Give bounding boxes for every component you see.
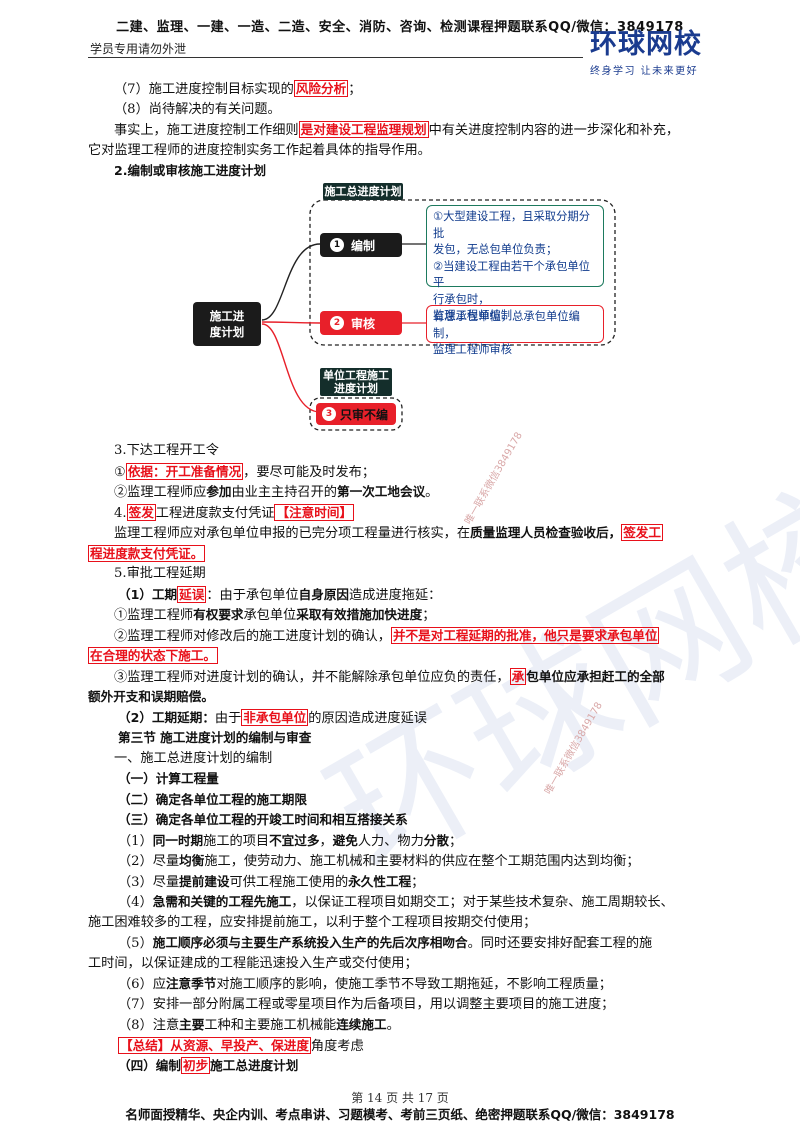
page-number: 第 14 页 共 17 页 bbox=[351, 1091, 449, 1105]
paragraph: （5）施工顺序必须与主要生产系统投入生产的先后次序相吻合。同时还要安排好配套工程… bbox=[118, 935, 653, 951]
paragraph: ②监理工程师应参加由业主主持召开的第一次工地会议。 bbox=[114, 484, 439, 500]
root-node: 施工进度计划 bbox=[193, 302, 261, 346]
text-block-top: （7）施工进度控制目标实现的风险分析； （8）尚待解决的有关问题。 事实上，施工… bbox=[88, 79, 748, 182]
paragraph: 在合理的状态下施工。 bbox=[88, 647, 218, 664]
note-prepare: ①大型建设工程，且采取分期分批发包，无总包单位负责；②当建设工程由若干个承包单位… bbox=[426, 205, 604, 322]
label-master-schedule: 施工总进度计划 bbox=[323, 183, 403, 200]
paragraph: （4）急需和关键的工程先施工，以保证工程项目如期交工；对于某些技术复杂、施工周期… bbox=[118, 894, 674, 910]
logo: 环球网校 终身学习 让未来更好 bbox=[590, 30, 740, 80]
paragraph: 5.审批工程延期 bbox=[114, 566, 206, 581]
number-badge: 3 bbox=[322, 407, 336, 421]
subheading: 一、施工总进度计划的编制 bbox=[114, 750, 273, 766]
footer-banner: 名师面授精华、央企内训、考点串讲、习题模考、考前三页纸、绝密押题联系QQ/微信：… bbox=[125, 1107, 675, 1122]
header-note: 学员专用请勿外泄 bbox=[90, 42, 187, 56]
summary-line: 【总结】从资源、早投产、保进度角度考虑 bbox=[118, 1036, 364, 1054]
paragraph: （8）注意主要工种和主要施工机械能连续施工。 bbox=[118, 1017, 400, 1033]
paragraph: ①监理工程师有权要求承包单位采取有效措施加快进度； bbox=[114, 607, 436, 623]
paragraph: ②监理工程师对修改后的施工进度计划的确认，并不是对工程延期的批准，他只是要求承包… bbox=[114, 626, 660, 644]
paragraph: 它对监理工程师的进度控制实务工作起着具体的指导作用。 bbox=[88, 142, 431, 158]
logo-text: 环球网校 bbox=[590, 29, 702, 60]
label-unit-schedule: 单位工程施工进度计划 bbox=[320, 368, 392, 396]
paragraph: 4.签发工程进度款支付凭证【注意时间】 bbox=[114, 503, 355, 521]
paragraph: 事实上，施工进度控制工作细则是对建设工程监理规划中有关进度控制内容的进一步深化和… bbox=[114, 121, 680, 138]
header-divider bbox=[88, 57, 583, 58]
paragraph: （8）尚待解决的有关问题。 bbox=[114, 101, 281, 117]
note-review: 有总承包单位，总承包单位编制，监理工程师审核 bbox=[426, 305, 604, 356]
paragraph: 工时间，以保证建成的工程能迅速投入生产或交付使用； bbox=[88, 955, 418, 971]
paragraph: （7）施工进度控制目标实现的风险分析； bbox=[114, 80, 362, 97]
paragraph: （1）工期延误：由于承包单位自身原因造成进度拖延： bbox=[118, 585, 442, 603]
header-banner: 二建、监理、一建、一造、二造、安全、消防、咨询、检测课程押题联系QQ/微信：38… bbox=[116, 20, 684, 35]
paragraph: （2）尽量均衡施工，使劳动力、施工机械和主要材料的供应在整个工期范围内达到均衡； bbox=[118, 853, 640, 869]
paragraph: 施工困难较多的工程，应安排提前施工，以利于整个工程项目按期交付使用； bbox=[88, 914, 537, 930]
section-heading: 2.编制或审核施工进度计划 bbox=[114, 163, 267, 178]
subheading: （二）确定各单位工程的施工期限 bbox=[118, 791, 307, 807]
mindmap-connectors bbox=[261, 199, 616, 431]
logo-tagline: 终身学习 让未来更好 bbox=[590, 66, 699, 77]
subheading: （三）确定各单位工程的开竣工时间和相互搭接关系 bbox=[118, 812, 408, 827]
paragraph: ③监理工程师对进度计划的确认，并不能解除承包单位应负的责任，承包单位应承担赶工的… bbox=[114, 667, 665, 685]
number-badge: 2 bbox=[330, 316, 344, 330]
subheading: （一）计算工程量 bbox=[118, 771, 219, 786]
paragraph: 程进度款支付凭证。 bbox=[88, 544, 206, 562]
section-heading: 第三节 施工进度计划的编制与审查 bbox=[118, 730, 312, 745]
paragraph: 额外开支和误期赔偿。 bbox=[88, 689, 214, 704]
paragraph: （3）尽量提前建设可供工程施工使用的永久性工程； bbox=[118, 873, 425, 890]
paragraph: （1）同一时期施工的项目不宜过多，避免人力、物力分散； bbox=[118, 832, 463, 849]
paragraph: （7）安排一部分附属工程或零星项目作为后备项目，用以调整主要项目的施工进度； bbox=[118, 996, 615, 1012]
number-badge: 1 bbox=[330, 238, 344, 252]
paragraph: 监理工程师应对承包单位申报的已完分项工程量进行核实，在质量监理人员检查验收后，签… bbox=[114, 524, 663, 541]
paragraph: （2）工期延期：由于非承包单位的原因造成进度延误 bbox=[118, 708, 427, 726]
paragraph: （6）应注意季节对施工顺序的影响，使施工季节不导致工期拖延，不影响工程质量； bbox=[118, 976, 612, 992]
subheading: （四）编制初步施工总进度计划 bbox=[118, 1057, 299, 1074]
paragraph: 3.下达工程开工令 bbox=[114, 443, 219, 458]
